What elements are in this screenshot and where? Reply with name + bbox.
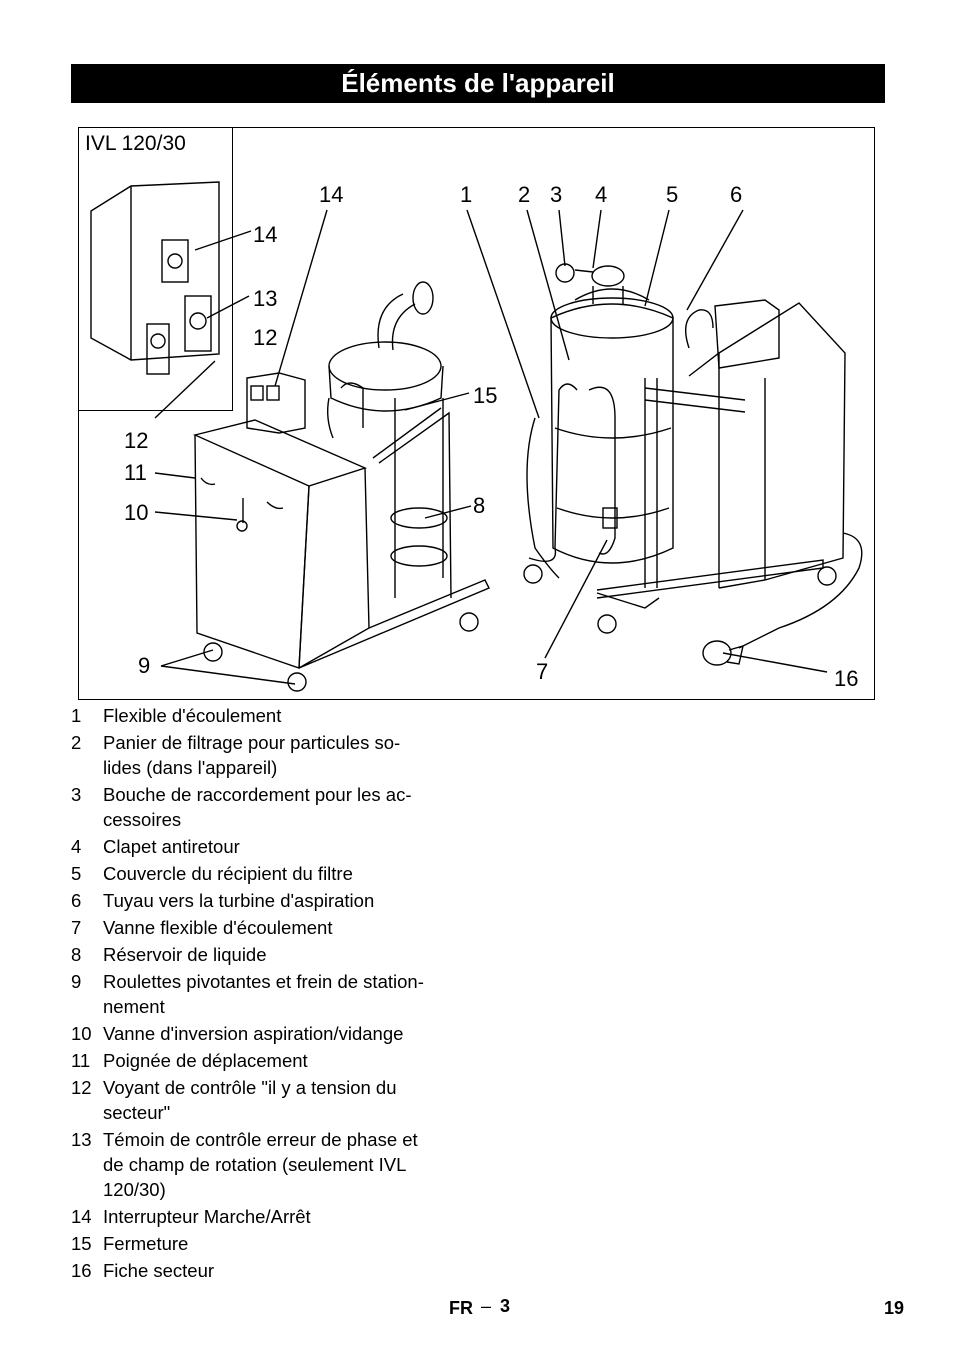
callout-6: 6 xyxy=(730,182,743,207)
legend-item: 14 Interrupteur Marche/Arrêt xyxy=(71,1204,471,1229)
model-label: IVL 120/30 xyxy=(85,132,186,155)
callout-12-inset: 12 xyxy=(253,325,278,350)
callout-12: 12 xyxy=(124,428,149,453)
legend-number: 13 xyxy=(71,1129,92,1150)
legend-text: Couvercle du récipient du filtre xyxy=(103,863,353,884)
callout-4: 4 xyxy=(595,182,608,207)
legend-text: Vanne d'inversion aspiration/vidange xyxy=(103,1023,404,1044)
device-illustration: IVL 120/30 14 1 2 3 4 5 6 14 13 12 15 12… xyxy=(78,127,875,700)
legend-number: 1 xyxy=(71,705,82,726)
legend-number: 6 xyxy=(71,890,82,911)
legend-text: Réservoir de liquide xyxy=(103,944,267,965)
parts-legend: 1 Flexible d'écoulement 2 Panier de filtrag… xyxy=(71,703,471,1285)
legend-number: 3 xyxy=(71,784,82,805)
legend-text: Roulettes pivotantes et frein de station… xyxy=(103,971,424,1017)
legend-item: 11 Poignée de déplacement xyxy=(71,1048,471,1073)
legend-item: 16 Fiche secteur xyxy=(71,1258,471,1283)
callout-14-inset: 14 xyxy=(253,222,278,247)
legend-item: 10 Vanne d'inversion aspiration/vidange xyxy=(71,1021,471,1046)
legend-text: Interrupteur Marche/Arrêt xyxy=(103,1206,311,1227)
footer-language: FR xyxy=(449,1298,473,1318)
legend-number: 11 xyxy=(71,1050,91,1071)
legend-text: Clapet antiretour xyxy=(103,836,240,857)
legend-item: 12 Voyant de contrôle "il y a tension du … xyxy=(71,1075,471,1125)
footer-section-page: 3 xyxy=(500,1296,511,1316)
legend-item: 9 Roulettes pivotantes et frein de statio… xyxy=(71,969,471,1019)
legend-number: 16 xyxy=(71,1260,92,1281)
device-drawing xyxy=(90,181,863,692)
callout-1: 1 xyxy=(460,182,473,207)
callout-5: 5 xyxy=(666,182,679,207)
callout-10: 10 xyxy=(124,500,149,525)
footer-dash: – xyxy=(481,1296,492,1316)
legend-text: Voyant de contrôle "il y a tension du se… xyxy=(103,1077,397,1123)
callout-7: 7 xyxy=(536,659,549,684)
legend-item: 8 Réservoir de liquide xyxy=(71,942,471,967)
legend-item: 3 Bouche de raccordement pour les ac- ces… xyxy=(71,782,471,832)
legend-number: 9 xyxy=(71,971,82,992)
legend-item: 13 Témoin de contrôle erreur de phase et … xyxy=(71,1127,471,1202)
legend-number: 4 xyxy=(71,836,82,857)
legend-item: 2 Panier de filtrage pour particules so- … xyxy=(71,730,471,780)
callout-9: 9 xyxy=(138,653,151,678)
page-title: Éléments de l'appareil xyxy=(71,64,885,103)
legend-number: 8 xyxy=(71,944,82,965)
page-number: 19 xyxy=(884,1298,905,1318)
legend-item: 7 Vanne flexible d'écoulement xyxy=(71,915,471,940)
callout-3: 3 xyxy=(550,182,563,207)
legend-item: 4 Clapet antiretour xyxy=(71,834,471,859)
callout-8: 8 xyxy=(473,493,486,518)
legend-number: 10 xyxy=(71,1023,92,1044)
callout-13: 13 xyxy=(253,286,278,311)
legend-text: Fiche secteur xyxy=(103,1260,215,1281)
legend-item: 15 Fermeture xyxy=(71,1231,471,1256)
callout-14: 14 xyxy=(319,182,344,207)
legend-text: Fermeture xyxy=(103,1233,189,1254)
legend-number: 12 xyxy=(71,1077,92,1098)
legend-text: Flexible d'écoulement xyxy=(103,705,282,726)
legend-number: 14 xyxy=(71,1206,92,1227)
callout-2: 2 xyxy=(518,182,531,207)
legend-text: Panier de filtrage pour particules so- l… xyxy=(103,732,401,778)
legend-text: Bouche de raccordement pour les ac- cess… xyxy=(103,784,412,830)
legend-number: 2 xyxy=(71,732,82,753)
legend-number: 5 xyxy=(71,863,82,884)
legend-number: 7 xyxy=(71,917,82,938)
legend-text: Tuyau vers la turbine d'aspiration xyxy=(103,890,375,911)
legend-number: 15 xyxy=(71,1233,92,1254)
legend-item: 1 Flexible d'écoulement xyxy=(71,703,471,728)
legend-text: Témoin de contrôle erreur de phase et de… xyxy=(103,1129,418,1200)
legend-item: 5 Couvercle du récipient du filtre xyxy=(71,861,471,886)
callout-11: 11 xyxy=(124,460,147,485)
control-panel-inset: IVL 120/30 xyxy=(79,128,233,411)
callout-15: 15 xyxy=(473,383,498,408)
legend-item: 6 Tuyau vers la turbine d'aspiration xyxy=(71,888,471,913)
legend-text: Poignée de déplacement xyxy=(103,1050,308,1071)
callout-16: 16 xyxy=(834,666,859,691)
legend-text: Vanne flexible d'écoulement xyxy=(103,917,333,938)
